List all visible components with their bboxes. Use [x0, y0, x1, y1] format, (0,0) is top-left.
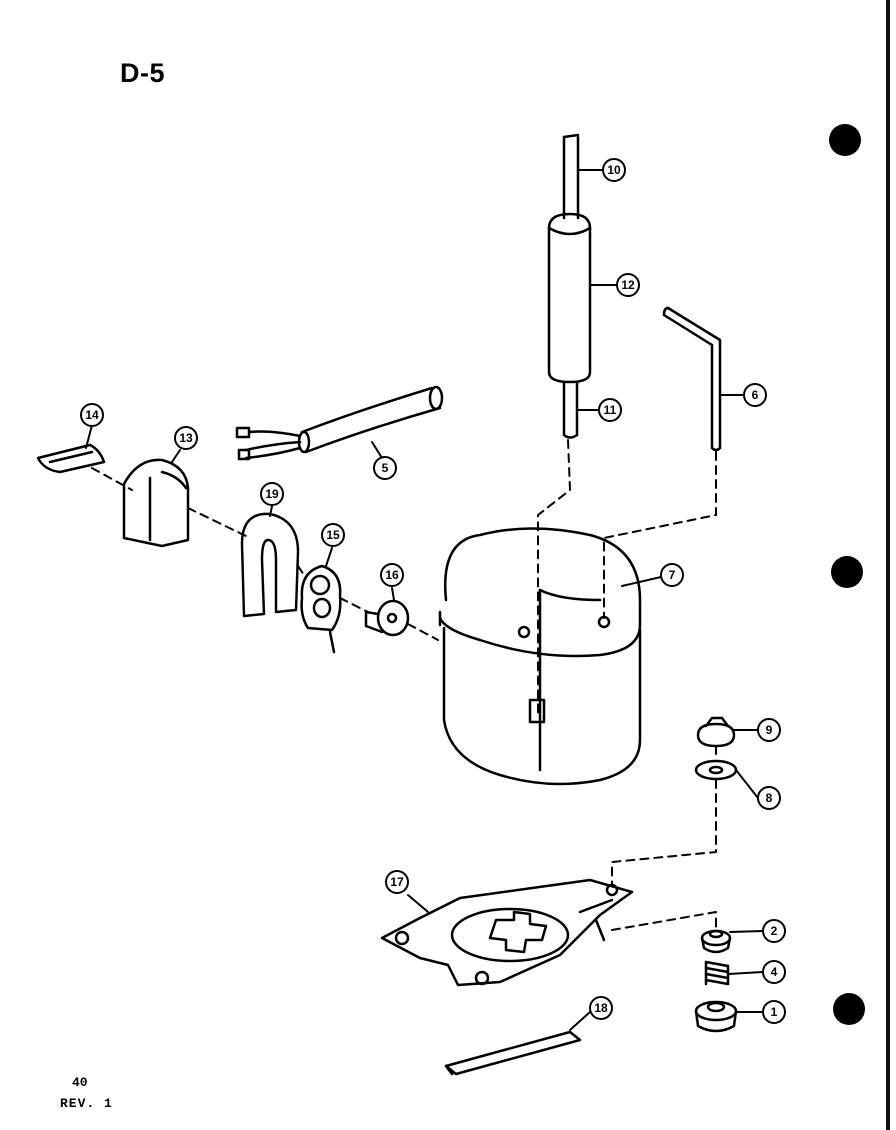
overload-16-part [364, 599, 410, 637]
callout-number: 8 [766, 791, 773, 805]
callout-p4: 4 [762, 960, 786, 984]
callout-circle [321, 523, 345, 547]
callout-p16: 16 [380, 563, 404, 587]
callout-number: 15 [326, 528, 340, 542]
callout-p6: 6 [743, 383, 767, 407]
callout-p15: 15 [321, 523, 345, 547]
callout-number: 13 [179, 431, 193, 445]
page-number: 40 [72, 1075, 88, 1090]
callout-number: 10 [607, 163, 621, 177]
callout-number: 12 [621, 278, 635, 292]
callout-circle [80, 403, 104, 427]
callout-p8: 8 [757, 786, 781, 810]
binder-hole-bottom [833, 993, 865, 1025]
callout-p18: 18 [589, 996, 613, 1020]
callout-circle [762, 960, 786, 984]
grommet-2-part [700, 929, 732, 954]
callout-number: 19 [265, 487, 279, 501]
callout-p9: 9 [757, 718, 781, 742]
binder-hole-top [829, 124, 861, 156]
spring-4-part [704, 960, 730, 986]
assembly-lines [91, 439, 717, 931]
power-cord-5-part [235, 385, 444, 461]
callout-circle [757, 786, 781, 810]
strap-18-part [444, 1030, 582, 1076]
callout-circle [743, 383, 767, 407]
callout-circle [598, 398, 622, 422]
callout-p2: 2 [762, 919, 786, 943]
callout-circle [616, 273, 640, 297]
callout-circle [660, 563, 684, 587]
callout-number: 17 [390, 875, 404, 889]
bracket-15-part [300, 564, 342, 654]
base-plate-17-part [380, 878, 634, 987]
callout-circle [589, 996, 613, 1020]
callout-p19: 19 [260, 482, 284, 506]
drier-12-part [547, 212, 592, 384]
callout-number: 7 [669, 568, 676, 582]
callout-p7: 7 [660, 563, 684, 587]
tube-10-part [562, 133, 580, 220]
callout-number: 16 [385, 568, 399, 582]
tube-11-part [562, 380, 579, 439]
callout-number: 5 [382, 461, 389, 475]
callout-number: 1 [771, 1005, 778, 1019]
callout-circle [174, 426, 198, 450]
clip-14-part [36, 443, 106, 474]
callout-number: 14 [85, 408, 99, 422]
callout-circle [380, 563, 404, 587]
callout-number: 4 [771, 965, 778, 979]
washer-8-part [694, 759, 738, 781]
callout-p12: 12 [616, 273, 640, 297]
callout-circle [757, 718, 781, 742]
callout-circle [602, 158, 626, 182]
callout-circle [385, 870, 409, 894]
callout-p14: 14 [80, 403, 104, 427]
callout-p13: 13 [174, 426, 198, 450]
page-border-right [886, 0, 890, 1130]
grommet-1-part [694, 1000, 738, 1033]
callout-p11: 11 [598, 398, 622, 422]
callout-p17: 17 [385, 870, 409, 894]
callout-p5: 5 [373, 456, 397, 480]
tube-6-part [662, 306, 722, 452]
callout-number: 6 [752, 388, 759, 402]
callout-circle [762, 919, 786, 943]
callout-number: 9 [766, 723, 773, 737]
gasket-19-part [240, 512, 300, 618]
compressor-7-part [438, 527, 642, 786]
binder-hole-middle [831, 556, 863, 588]
nut-9-part [696, 716, 736, 748]
callout-circle [260, 482, 284, 506]
leader-lines [85, 169, 764, 1031]
callout-circle [762, 1000, 786, 1024]
callout-number: 18 [594, 1001, 608, 1015]
callout-p1: 1 [762, 1000, 786, 1024]
callout-p10: 10 [602, 158, 626, 182]
diagram-title: D-5 [120, 58, 166, 88]
cover-13-part [122, 458, 190, 548]
revision-label: REV. 1 [60, 1096, 113, 1111]
callout-number: 11 [604, 403, 617, 417]
callout-number: 2 [771, 924, 778, 938]
callout-circle [373, 456, 397, 480]
